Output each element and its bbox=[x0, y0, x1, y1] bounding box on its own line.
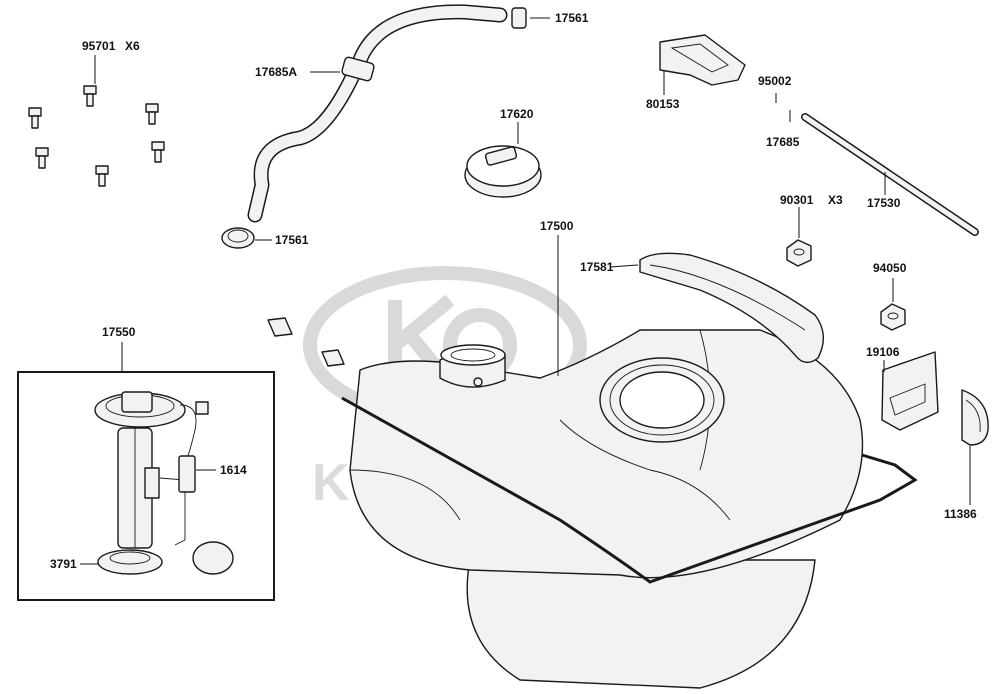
fuel-pump-assembly-box bbox=[17, 371, 275, 601]
hose-clip-17561-top bbox=[511, 7, 527, 29]
label-17581: 17581 bbox=[580, 260, 614, 274]
label-19106: 19106 bbox=[866, 345, 900, 359]
label-1614: 1614 bbox=[220, 463, 247, 477]
label-17550: 17550 bbox=[102, 325, 136, 339]
fuel-hose-17685A bbox=[247, 4, 508, 223]
label-17530: 17530 bbox=[867, 196, 901, 210]
heat-shield-17581 bbox=[639, 252, 824, 363]
label-90301: 90301 bbox=[780, 193, 814, 207]
bolt-95701-group bbox=[28, 85, 165, 187]
label-90301-qty: X3 bbox=[828, 193, 843, 207]
bracket-19106 bbox=[881, 351, 939, 431]
fuel-pump-17550 bbox=[94, 391, 234, 575]
label-17685: 17685 bbox=[766, 135, 800, 149]
label-17620: 17620 bbox=[500, 107, 534, 121]
label-17685A: 17685A bbox=[255, 65, 297, 79]
tank-clip-left-upper bbox=[267, 317, 293, 337]
pump-seal-3791 bbox=[97, 549, 163, 575]
clamp-11386 bbox=[961, 389, 989, 446]
label-95701: 95701 bbox=[82, 39, 116, 53]
bracket-80153 bbox=[659, 34, 746, 86]
label-17500: 17500 bbox=[540, 219, 574, 233]
label-80153: 80153 bbox=[646, 97, 680, 111]
label-95701-qty: X6 bbox=[125, 39, 140, 53]
label-95002: 95002 bbox=[758, 74, 792, 88]
fuel-sender-1614 bbox=[178, 401, 209, 493]
label-17561-top: 17561 bbox=[555, 11, 589, 25]
fuel-cap-17620 bbox=[464, 145, 542, 198]
tank-clip-left-lower bbox=[321, 349, 345, 367]
label-94050: 94050 bbox=[873, 261, 907, 275]
label-11386: 11386 bbox=[944, 507, 977, 521]
hose-clip-17561-bottom bbox=[221, 227, 255, 249]
nut-90301 bbox=[786, 239, 812, 267]
fuel-tank-17500 bbox=[341, 329, 918, 689]
label-3791: 3791 bbox=[50, 557, 77, 571]
nut-94050 bbox=[880, 303, 906, 331]
label-17561-bottom: 17561 bbox=[275, 233, 309, 247]
vent-tube-17530 bbox=[801, 113, 979, 236]
